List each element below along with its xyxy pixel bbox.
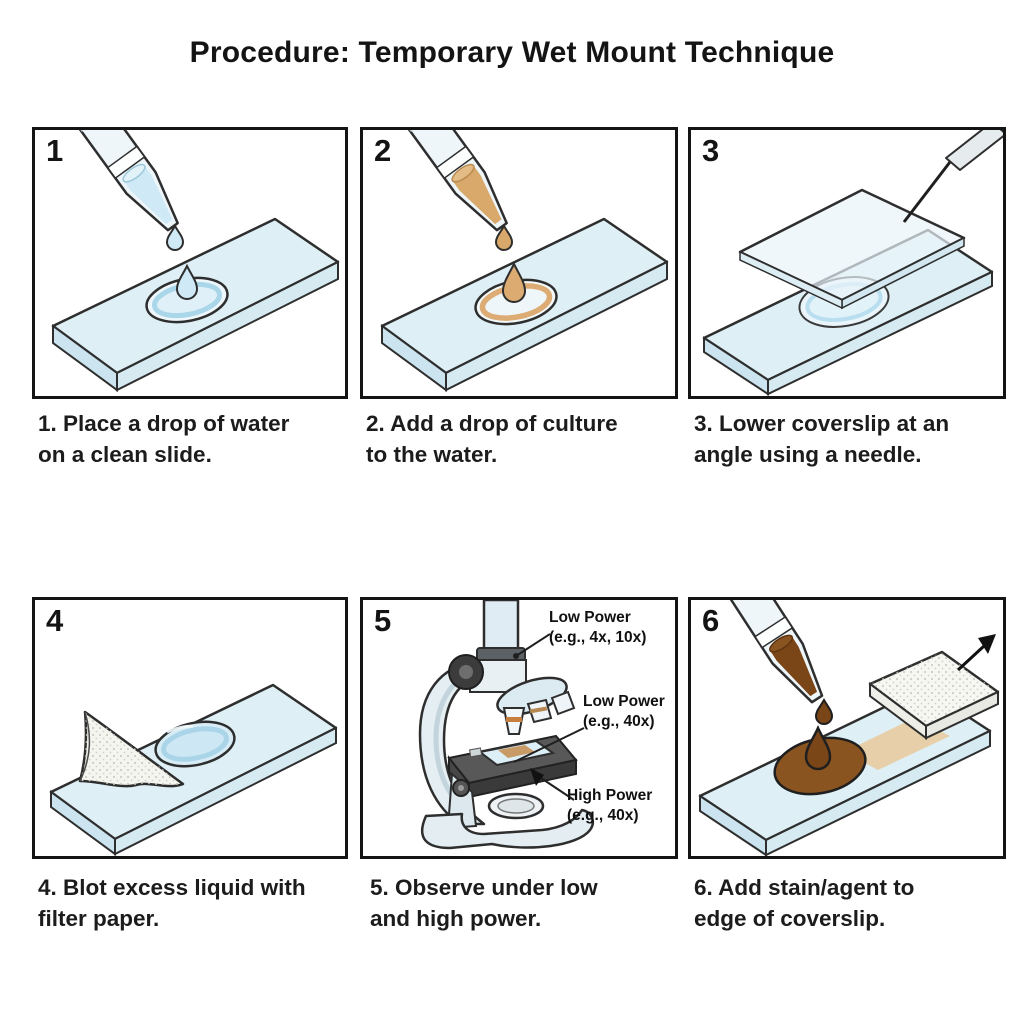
panel-step-6: 6 [688,597,1006,859]
panel-step-5: Low Power (e.g., 4x, 10x) Low Power (e.g… [360,597,678,859]
caption-step-1: 1. Place a drop of water on a clean slid… [38,408,289,470]
panel-number-6: 6 [702,603,720,638]
caption-line: angle using a needle. [694,442,922,468]
step2-illustration [380,130,669,392]
microscope-icon [418,600,594,850]
step6-illustration [698,600,1000,856]
pointer-lines [513,633,585,801]
caption-step-2: 2. Add a drop of culture to the water. [366,408,618,470]
caption-step-3: 3. Lower coverslip at an angle using a n… [694,408,949,470]
caption-line: 5. Observe under low [370,875,598,900]
label-line: Low Power [583,693,665,710]
caption-line: and high power. [370,906,542,932]
caption-step-4: 4. Blot excess liquid with filter paper. [38,872,306,934]
filter-paper-icon [78,710,185,788]
step1-illustration [51,130,340,392]
water-drop-icon [154,720,236,768]
caption-line: on a clean slide. [38,442,212,468]
stain-blob-icon [773,725,867,796]
panel-number-1: 1 [46,133,64,168]
label-line: (e.g., 4x, 10x) [549,629,647,647]
dropper-icon [55,130,185,251]
panel-step-3: 3 [688,127,1006,399]
dropper-icon [384,130,514,251]
panel-step-1: 1 [32,127,348,399]
caption-line: 4. Blot excess liquid with [38,875,306,900]
dropper-icon [706,600,834,725]
step5-illustration [418,600,594,850]
label-high-power: High Power (e.g., 40x) [567,786,652,826]
label-low-power-objective: Low Power (e.g., 40x) [583,692,665,732]
caption-step-6: 6. Add stain/agent to edge of coverslip. [694,872,914,934]
panel-number-5: 5 [374,603,392,638]
caption-line: filter paper. [38,906,160,932]
panel-number-3: 3 [702,133,720,168]
caption-line: 1. Place a drop of water [38,411,290,436]
caption-line: to the water. [366,442,498,468]
label-line: High Power [567,787,653,804]
caption-line: 3. Lower coverslip at an [694,411,950,436]
needle-icon [902,130,1003,223]
panel-number-4: 4 [46,603,64,638]
panel-step-4: 4 [32,597,348,859]
step4-illustration [49,683,338,856]
culture-drop-icon [474,261,558,326]
panel-number-2: 2 [374,133,392,168]
caption-line: edge of coverslip. [694,906,886,932]
label-line: Low Power [549,609,631,626]
step3-illustration [702,130,1003,396]
page-title: Procedure: Temporary Wet Mount Technique [189,36,835,69]
label-low-power-eyepiece: Low Power (e.g., 4x, 10x) [549,608,646,648]
caption-line: 6. Add stain/agent to [694,875,915,900]
panel-step-2: 2 [360,127,678,399]
label-line: (e.g., 40x) [583,713,655,731]
label-line: (e.g., 40x) [567,807,639,825]
water-drop-icon [145,263,229,324]
caption-line: 2. Add a drop of culture [366,411,618,436]
filter-paper-icon [868,650,1000,740]
arrow-icon [956,634,996,672]
caption-step-5: 5. Observe under low and high power. [370,872,598,934]
